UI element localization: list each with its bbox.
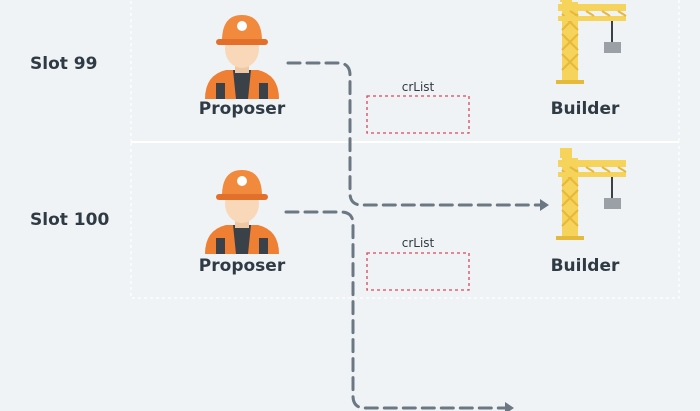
slot-row-100 [130,141,680,299]
arrowhead-icon [505,402,514,411]
builder-crane-icon [555,0,627,85]
slot-row-99 [130,0,680,143]
slot-label: Slot 100 [30,210,110,230]
proposer-worker-icon [205,170,279,254]
builder-crane-icon [555,147,627,241]
crlist-label: crList [401,80,435,94]
flow-arrow-slot-100 [284,210,507,410]
builder-label: Builder [550,99,620,119]
arrowhead-icon [540,199,549,211]
builder-label: Builder [550,256,620,276]
crlist-box [366,252,470,291]
crlist-label: crList [401,236,435,250]
proposer-label: Proposer [198,99,286,119]
flow-arrow-slot-99 [286,61,542,207]
proposer-label: Proposer [198,256,286,276]
crlist-box [366,95,470,134]
proposer-worker-icon [205,15,279,99]
slot-label: Slot 99 [30,54,98,74]
